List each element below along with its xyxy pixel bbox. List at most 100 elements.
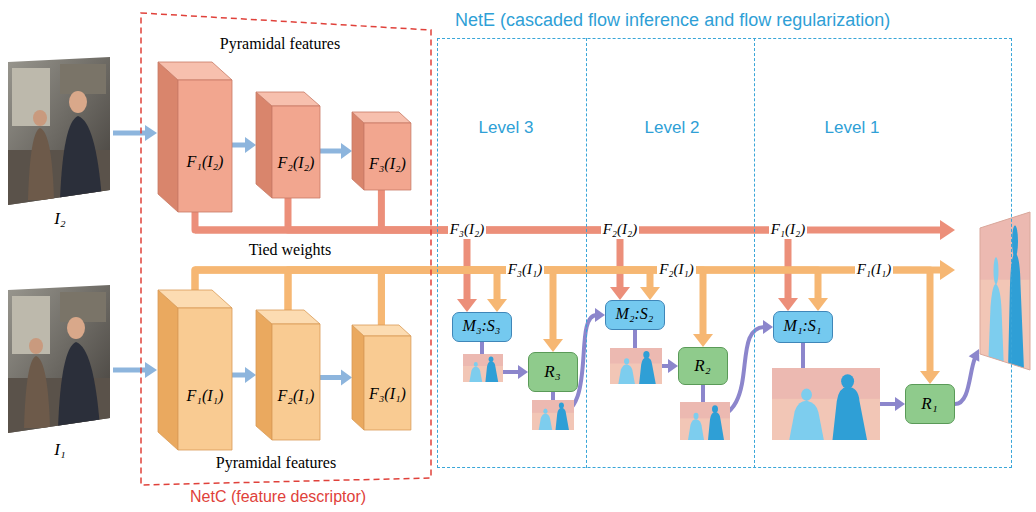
block-front-face [364, 123, 411, 190]
input-photo [33, 110, 47, 126]
input-photo [60, 292, 106, 322]
box-label: R₂ [694, 356, 710, 376]
level-panel: Level 3M₃:S₃R₃ [437, 38, 587, 468]
block-front-face [272, 106, 320, 198]
flow-image [680, 402, 730, 440]
input-photo [60, 64, 106, 94]
flow-image [772, 368, 880, 440]
connector [320, 143, 352, 159]
connector-line [288, 270, 703, 336]
arrow-head [920, 371, 940, 384]
block-side-face [256, 310, 272, 440]
block-front-face [178, 80, 232, 212]
block-top-face [158, 290, 232, 308]
connector-line [288, 270, 650, 310]
connector [288, 198, 630, 300]
netc-outline [141, 13, 431, 485]
feature-block: F₁(I₂) [158, 62, 232, 212]
block-side-face [352, 112, 364, 190]
feature-block-shape [352, 325, 411, 430]
output-flow-image [980, 212, 1030, 370]
box-label: R₁ [921, 394, 937, 414]
arrow-head [518, 365, 528, 379]
edge-label: F₁(I₂) [769, 221, 808, 238]
arrow-head [487, 299, 507, 312]
input-photo [29, 338, 43, 354]
output-arrow [969, 349, 980, 362]
arrow-head [668, 359, 678, 373]
connector-line [381, 270, 553, 341]
connector [381, 190, 477, 312]
input-arrow [145, 362, 157, 378]
connector-line [320, 149, 343, 154]
input-photo [58, 342, 100, 428]
level-label: Level 2 [645, 118, 700, 138]
input-photo [6, 54, 114, 210]
arrow-head [543, 339, 563, 352]
feature-bar [940, 260, 955, 280]
feature-block-shape [256, 310, 320, 440]
region-heading: NetE (cascaded flow inference and flow r… [455, 10, 890, 31]
block-side-face [158, 62, 178, 212]
pyramid-caption: Pyramidal features [216, 454, 336, 472]
box-label: R₃ [544, 362, 560, 382]
connector-line [232, 373, 247, 378]
input-arrow [145, 125, 157, 141]
regularization-box: R₁ [905, 384, 955, 424]
arrow-head [693, 334, 713, 347]
arrow-head [595, 308, 605, 322]
edge-label: F₁(I₁) [855, 261, 894, 278]
input-photo [67, 317, 85, 339]
feature-block: F₂(I₂) [256, 92, 320, 198]
level-panel: Level 1 M₁:S₁ R₁ [755, 38, 1012, 468]
output-flow-image [980, 212, 1030, 370]
feature-block: F₃(I₂) [352, 112, 411, 190]
input-photo [6, 282, 114, 438]
input-photo [60, 116, 102, 200]
output-arrow [955, 358, 975, 404]
box-label: M₃:S₃ [463, 317, 501, 335]
arrow-head [778, 298, 798, 311]
level-label: Level 1 [825, 118, 880, 138]
feature-label: F₃(I₁) [369, 385, 406, 403]
feature-block-shape [158, 290, 232, 450]
output-flow-image [980, 212, 1030, 370]
input-photo [24, 356, 50, 428]
regularization-box: R₃ [528, 352, 578, 392]
edge-label: F₂(I₁) [657, 261, 696, 278]
matching-box: M₂:S₂ [605, 300, 665, 330]
feature-label: F₂(I₁) [278, 387, 315, 405]
image-label: I₂ [54, 209, 66, 229]
output-flow-image [980, 212, 1030, 370]
arrow-head [245, 137, 256, 153]
block-top-face [256, 310, 320, 324]
flow-image [532, 400, 574, 430]
arrow-head [245, 367, 256, 383]
feature-label: F₃(I₂) [369, 155, 406, 173]
region-heading: NetC (feature descriptor) [190, 488, 366, 506]
arrow-head [763, 320, 773, 334]
feature-bar [940, 220, 955, 240]
level-panel: Level 2 M₂:S₂ R₂ [587, 38, 755, 468]
block-top-face [256, 92, 320, 106]
feature-label: F₁(I₂) [187, 153, 224, 171]
feature-block: F₂(I₁) [256, 310, 320, 440]
connector-line [320, 375, 343, 380]
input-arrow [113, 125, 157, 378]
image-label: I₁ [54, 440, 66, 460]
input-photo [28, 128, 54, 200]
block-top-face [158, 62, 232, 80]
flow-image [610, 348, 662, 384]
connector-line [381, 190, 467, 301]
arrow-head [640, 287, 660, 300]
block-side-face [352, 325, 364, 430]
box-label: M₁:S₁ [784, 317, 822, 335]
arrow-head [341, 370, 352, 386]
box-label: M₂:S₂ [616, 305, 654, 323]
connector [288, 270, 660, 310]
input-photo [6, 54, 114, 210]
block-side-face [256, 92, 272, 198]
feature-label: F₁(I₁) [187, 387, 224, 405]
